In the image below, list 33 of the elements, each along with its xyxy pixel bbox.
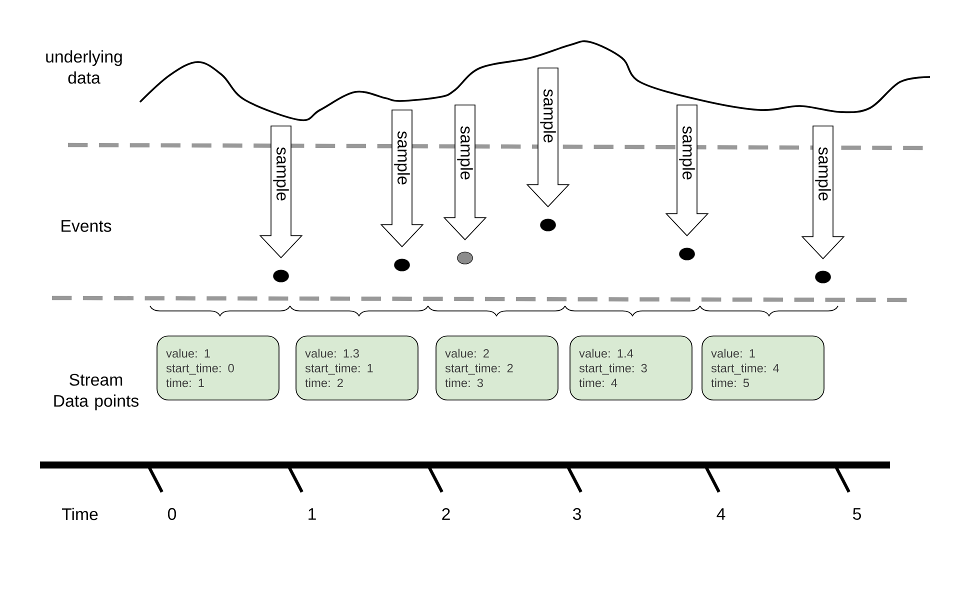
block-arrow — [801, 126, 845, 260]
text-label: Time — [62, 508, 98, 520]
data-point-box: value: 2 start_time: 2 time: 3 — [436, 336, 558, 400]
edge-label: sample — [540, 89, 556, 142]
event-dot — [394, 258, 410, 272]
data-point-box: value: 1 start_time: 0 time: 1 — [156, 336, 280, 400]
text-label: 5 — [853, 508, 861, 520]
text-label: 1 — [308, 508, 316, 520]
data-point-box: value: 1.4 start_time: 3 time: 4 — [570, 336, 692, 400]
text-label: 2 — [442, 508, 450, 520]
block-arrow — [380, 110, 424, 248]
edge-label: sample — [815, 147, 831, 200]
data-point-box: value: 1 start_time: 4 time: 5 — [702, 336, 824, 400]
block-arrow — [665, 104, 709, 236]
text-label: 3 — [572, 508, 581, 520]
event-dot — [273, 270, 289, 282]
event-dot — [540, 218, 556, 232]
event-dot — [679, 248, 695, 260]
block-arrow — [259, 126, 303, 258]
event-dot — [815, 270, 831, 284]
text-label: Stream Data points — [54, 374, 139, 410]
block-arrow — [443, 104, 487, 240]
block-arrow — [526, 68, 570, 208]
event-dot — [457, 252, 473, 264]
text-label: Events — [62, 220, 112, 232]
edge-label: sample — [273, 147, 289, 200]
text-label: underlying data — [46, 50, 122, 84]
data-point-box: value: 1.3 start_time: 1 time: 2 — [296, 336, 418, 400]
edge-label: sample — [394, 131, 410, 184]
edge-label: sample — [457, 126, 473, 180]
text-label: 0 — [168, 508, 176, 520]
text-label: 4 — [716, 508, 726, 520]
edge-label: sample — [679, 126, 695, 180]
